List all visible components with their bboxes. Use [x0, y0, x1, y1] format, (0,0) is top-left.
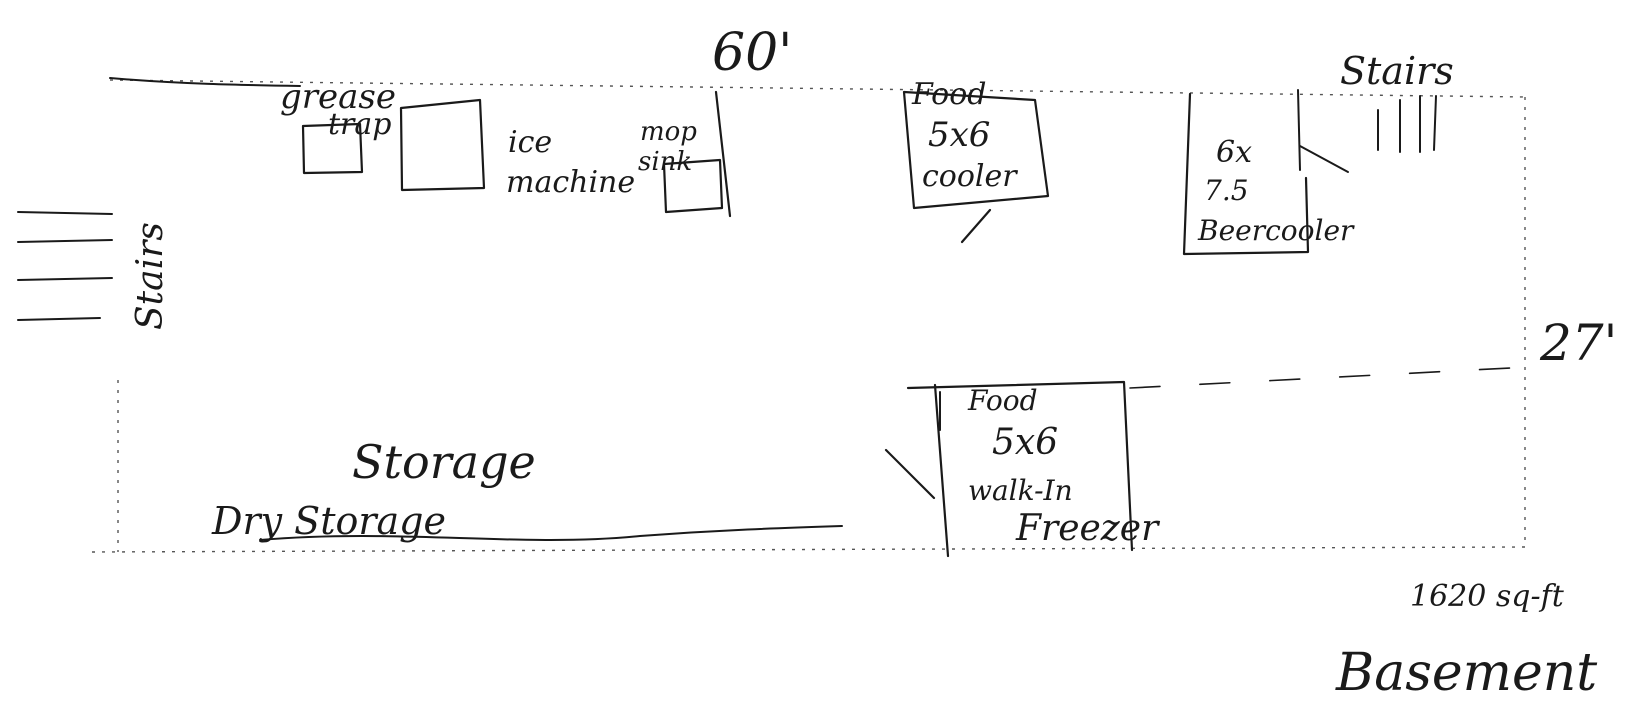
beer-cooler-label-1: 6x	[1216, 135, 1252, 170]
food-cooler-label-2: 5x6	[928, 115, 990, 155]
grease-trap-label-2: trap	[328, 107, 392, 142]
width-dimension: 60'	[712, 23, 792, 83]
walk-in-freezer: Food 5x6 walk-In Freezer	[884, 380, 1160, 558]
beer-cooler: 6x 7.5 Beercooler	[1182, 92, 1355, 256]
freezer-label-3: walk-In	[968, 474, 1073, 507]
mop-sink: mop sink	[638, 90, 732, 218]
ice-machine-label-2: machine	[506, 165, 635, 200]
freezer-label-2: 5x6	[992, 422, 1058, 463]
food-cooler-label-3: cooler	[922, 159, 1018, 194]
ice-machine: ice machine	[399, 98, 635, 200]
basement-title: Basement	[1335, 643, 1597, 703]
storage-area: Storage Dry Storage	[211, 435, 843, 543]
ice-machine-label-1: ice	[508, 125, 552, 160]
depth-dimension-label: 27'	[1539, 314, 1617, 372]
right-stairs: Stairs	[1297, 49, 1454, 173]
area-label: 1620 sq-ft	[1410, 579, 1565, 614]
beer-cooler-label-3: Beercooler	[1197, 214, 1355, 247]
food-cooler-label-1: Food	[911, 77, 987, 112]
dry-storage-label: Dry Storage	[211, 499, 446, 543]
left-stairs: Stairs	[17, 211, 171, 330]
storage-label: Storage	[352, 435, 536, 489]
room-outline	[91, 77, 1526, 553]
mop-sink-label-1: mop	[640, 117, 697, 147]
stairs-right-label: Stairs	[1340, 49, 1454, 93]
beer-cooler-label-2: 7.5	[1204, 174, 1249, 207]
mop-sink-label-2: sink	[638, 147, 692, 177]
grease-trap: grease trap	[280, 77, 396, 175]
freezer-label-1: Food	[967, 384, 1038, 417]
freezer-label-4: Freezer	[1015, 508, 1160, 549]
depth-dimension: 27'	[1129, 314, 1617, 389]
grease-trap-label-1: grease	[280, 77, 396, 117]
food-cooler: Food 5x6 cooler	[902, 77, 1050, 244]
stairs-left-label: Stairs	[130, 222, 171, 330]
